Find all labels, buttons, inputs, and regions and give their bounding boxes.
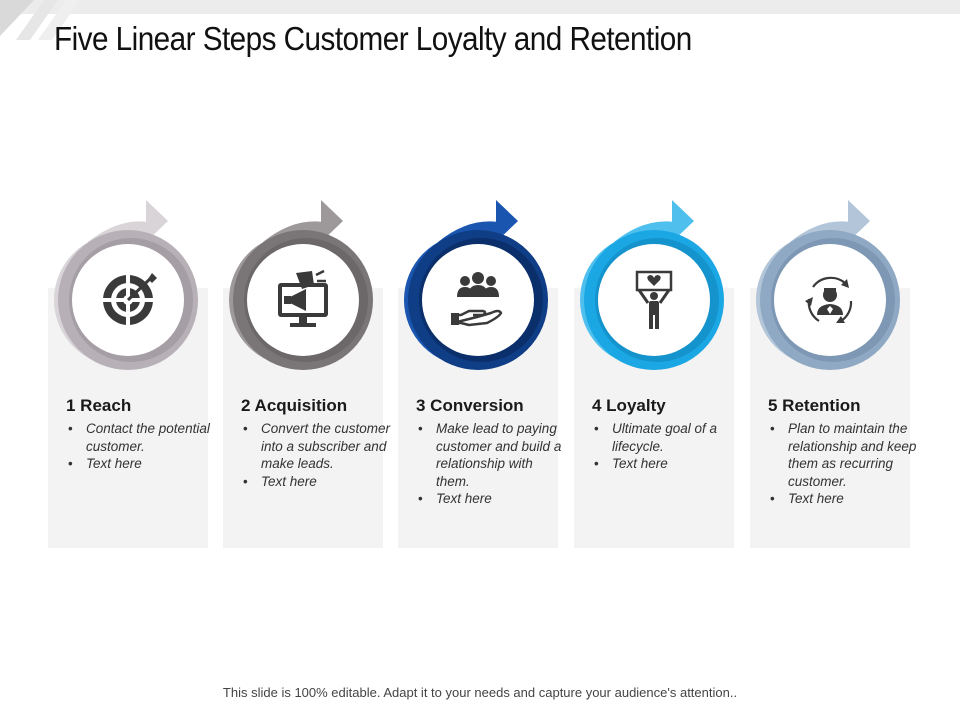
arrow-head	[672, 200, 694, 242]
step-bullet: Text here	[592, 455, 744, 473]
slide-title: Five Linear Steps Customer Loyalty and R…	[54, 20, 692, 57]
step-bullet: Plan to maintain the relationship and ke…	[768, 420, 920, 490]
arrow-head	[496, 200, 518, 242]
corner-decoration	[0, 0, 80, 40]
target-dart-icon	[100, 272, 157, 328]
step-bullet-list: Ultimate goal of a lifecycle.Text here	[592, 420, 744, 473]
step-bullet-list: Convert the customer into a subscriber a…	[241, 420, 393, 490]
step-bullet-list: Plan to maintain the relationship and ke…	[768, 420, 920, 508]
megaphone-monitor-icon	[278, 269, 328, 327]
arrow-head	[848, 200, 870, 242]
step-bullet: Contact the potential customer.	[66, 420, 218, 455]
step-heading: 3 Conversion	[416, 396, 524, 415]
arrow-head	[146, 200, 168, 242]
step-text-3: 3 ConversionMake lead to paying customer…	[416, 396, 568, 508]
step-bullet: Convert the customer into a subscriber a…	[241, 420, 393, 473]
step-bullet: Text here	[66, 455, 218, 473]
step-heading: 2 Acquisition	[241, 396, 348, 415]
step-text-5: 5 RetentionPlan to maintain the relation…	[768, 396, 920, 508]
people-hand-icon	[451, 272, 503, 327]
step-bullet: Text here	[241, 473, 393, 491]
step-bullet: Text here	[768, 490, 920, 508]
step-text-1: 1 ReachContact the potential customer.Te…	[66, 396, 218, 473]
ring-center	[422, 244, 534, 356]
step-bullet-list: Make lead to paying customer and build a…	[416, 420, 568, 508]
step-bullet: Make lead to paying customer and build a…	[416, 420, 568, 490]
arrow-head	[321, 200, 343, 242]
customer-cycle-icon	[805, 276, 853, 323]
step-bullet-list: Contact the potential customer.Text here	[66, 420, 218, 473]
step-text-2: 2 AcquisitionConvert the customer into a…	[241, 396, 393, 490]
step-text-4: 4 LoyaltyUltimate goal of a lifecycle.Te…	[592, 396, 744, 473]
person-heart-sign-icon	[635, 270, 673, 329]
step-bullet: Ultimate goal of a lifecycle.	[592, 420, 744, 455]
footer-note: This slide is 100% editable. Adapt it to…	[222, 685, 738, 700]
step-heading: 1 Reach	[66, 396, 132, 415]
step-heading: 4 Loyalty	[592, 396, 666, 415]
step-ring-3	[404, 200, 548, 370]
top-band	[0, 0, 960, 14]
step-bullet: Text here	[416, 490, 568, 508]
step-heading: 5 Retention	[768, 396, 861, 415]
